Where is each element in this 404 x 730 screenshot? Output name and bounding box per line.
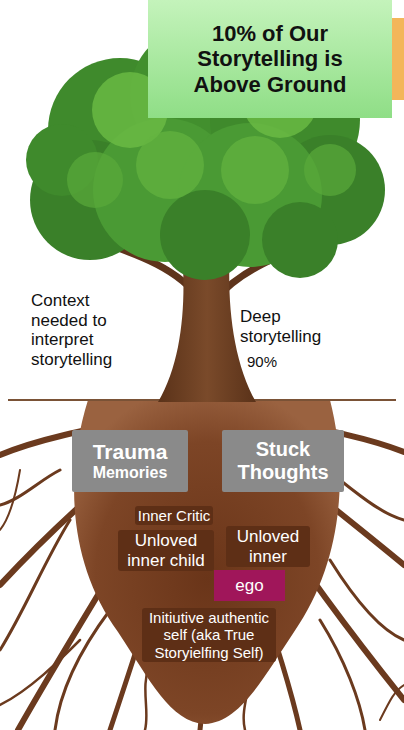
percent-label: 90% xyxy=(244,352,280,371)
node-text: 10% of Our Storytelling is Above Ground xyxy=(170,21,370,97)
grey-box: TraumaMemories xyxy=(72,430,188,492)
node-text: Stuck Thoughts xyxy=(228,438,338,484)
root-label: Unloved inner xyxy=(226,526,310,567)
node-content: ego xyxy=(235,576,263,596)
heading-box: 10% of Our Storytelling is Above Ground xyxy=(148,0,392,118)
node-text: Trauma xyxy=(93,440,168,464)
soil xyxy=(74,400,340,724)
side-note: Deep storytelling xyxy=(237,306,341,347)
node-text: ego xyxy=(235,576,263,596)
grey-box: Stuck Thoughts xyxy=(222,430,344,492)
label-box: Unloved inner xyxy=(226,526,310,567)
label-box: Unloved inner child xyxy=(118,530,214,571)
orange-tab xyxy=(392,18,404,100)
node-content: 10% of Our Storytelling is Above Ground xyxy=(170,21,370,97)
node-content: Stuck Thoughts xyxy=(228,438,338,484)
root-label: Inner Critic xyxy=(135,506,214,525)
node-content: TraumaMemories xyxy=(93,440,168,483)
side-note: Context needed to interpret storytelling xyxy=(28,290,142,370)
label-box: Initiutive authentic self (aka True Stor… xyxy=(142,608,276,662)
ego-box: ego xyxy=(214,570,285,601)
label-box: 90% xyxy=(244,352,304,371)
node-text: Memories xyxy=(93,464,168,482)
label-box: Context needed to interpret storytelling xyxy=(28,290,142,370)
label-box: Inner Critic xyxy=(124,506,224,525)
root-label: Unloved inner child xyxy=(118,530,214,571)
label-box: Deep storytelling xyxy=(237,306,341,347)
root-label: Initiutive authentic self (aka True Stor… xyxy=(142,608,276,662)
